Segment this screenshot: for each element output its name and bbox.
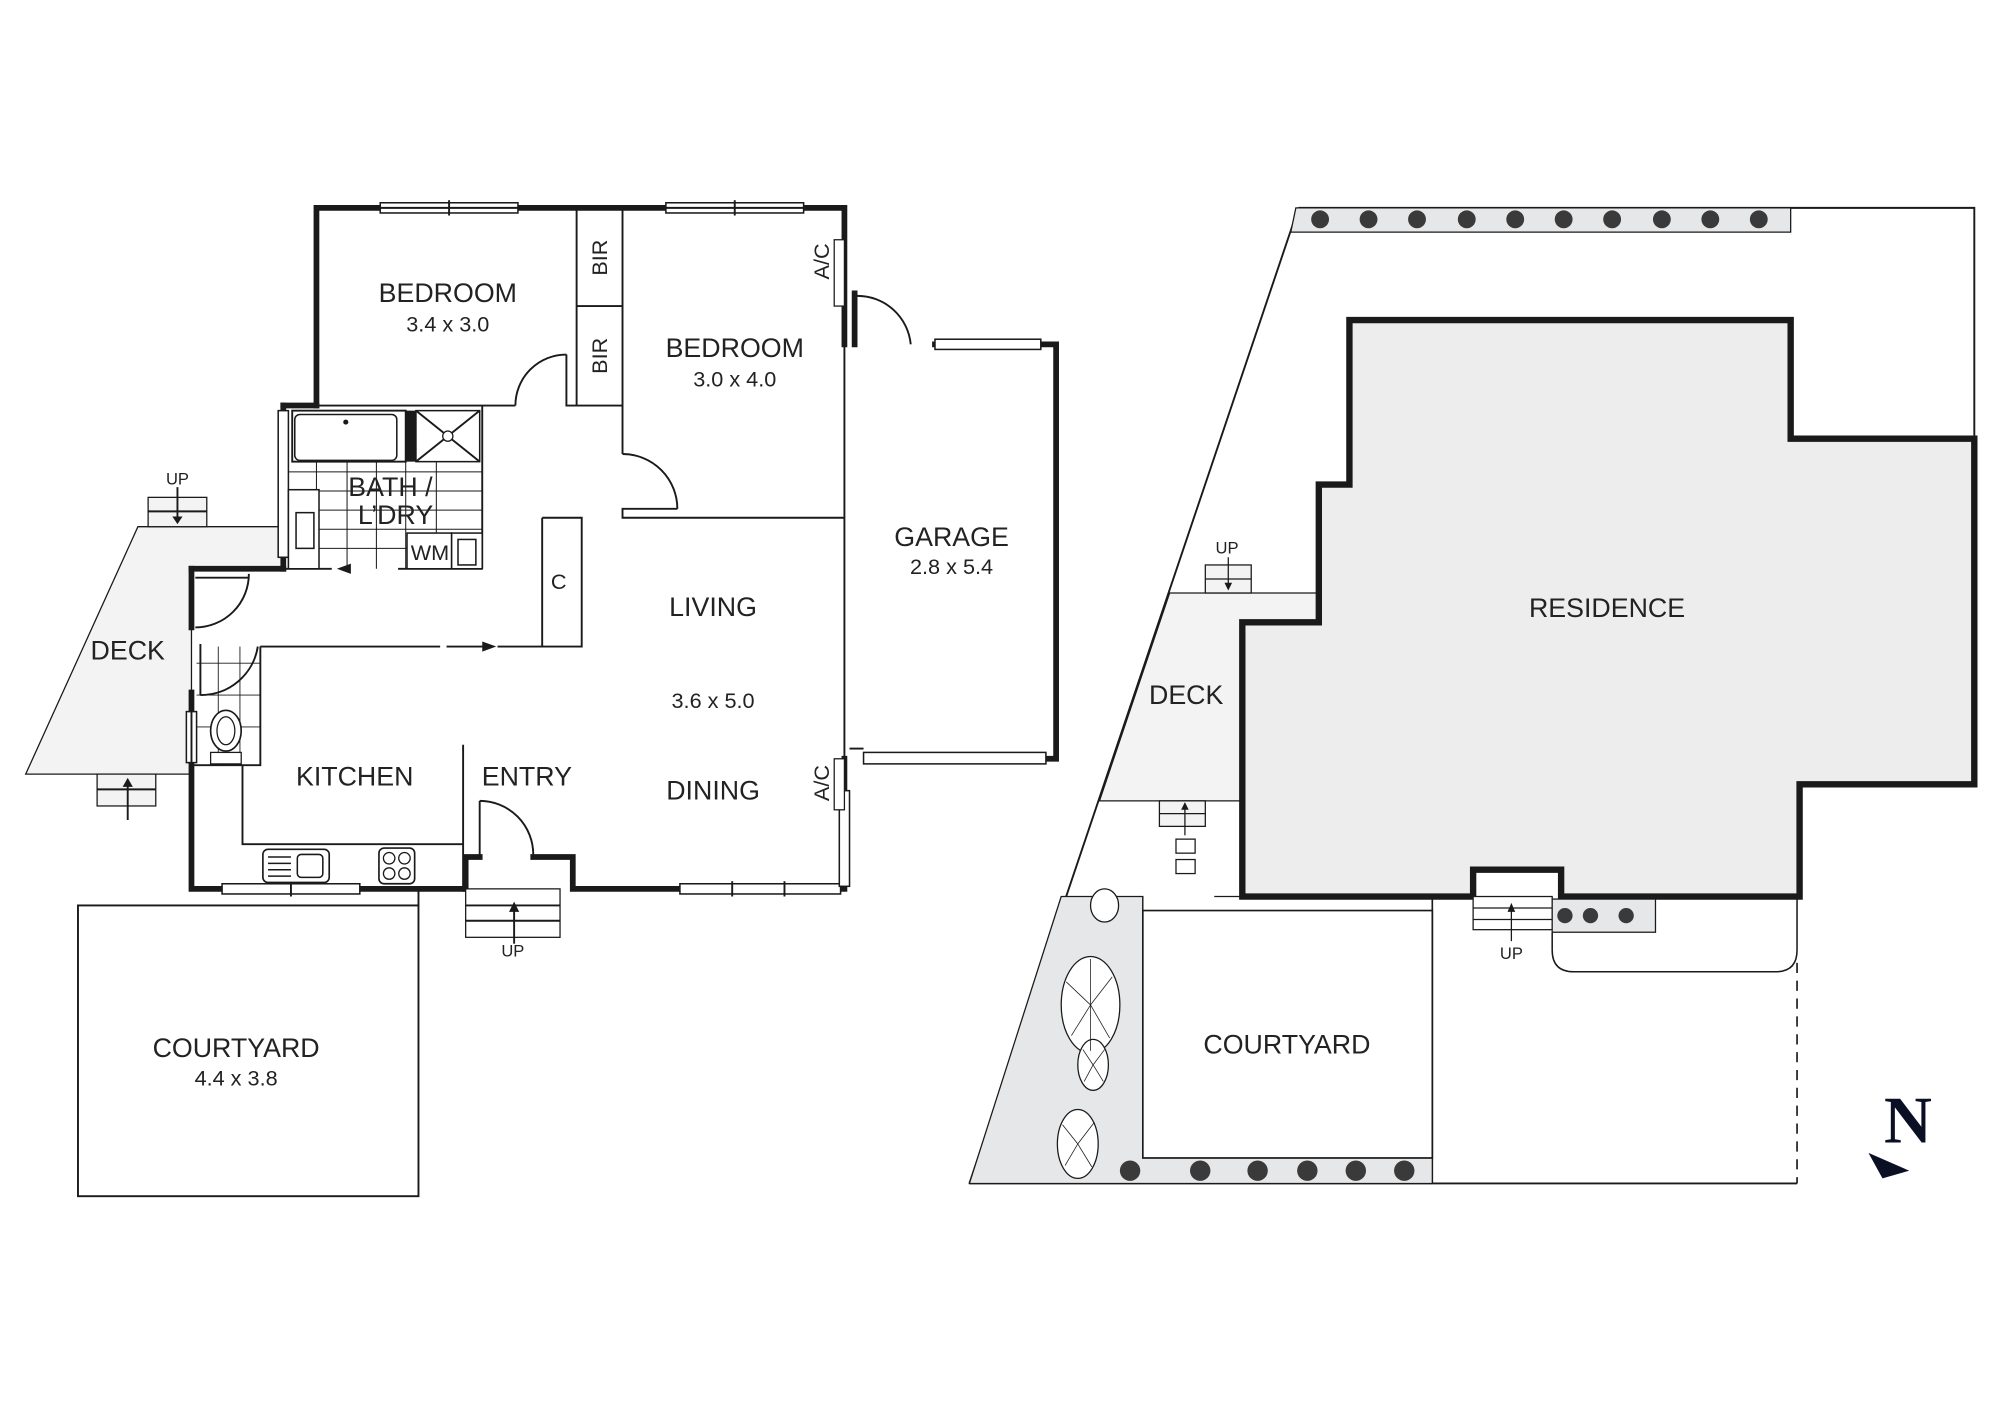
bath-label-line2: L’DRY [358, 500, 434, 530]
north-arrow-icon [1868, 1152, 1910, 1179]
hedge-row-bottom [1119, 1160, 1415, 1181]
ac-label-1: A/C [809, 243, 834, 279]
ac-label-2: A/C [809, 765, 834, 801]
cupboard-label: C [551, 569, 567, 594]
bir-label-2: BIR [587, 338, 612, 374]
site-courtyard-area [1142, 909, 1434, 1159]
garage-dims: 2.8 x 5.4 [910, 554, 993, 579]
north-compass: N [1868, 1085, 1932, 1179]
cooktop-icon [378, 847, 416, 885]
residence-footprint [1239, 316, 1978, 900]
bedroom-1-dims: 3.4 x 3.0 [406, 312, 489, 337]
bath-label-line1: BATH / [348, 472, 433, 502]
hedge-row-top [1311, 210, 1768, 229]
wm-label: WM [411, 540, 449, 565]
site-deck-stairs-up-label: UP [1215, 538, 1238, 557]
courtyard-area [77, 904, 420, 1198]
site-courtyard-label: COURTYARD [1203, 1029, 1370, 1059]
deck-label: DECK [91, 635, 166, 665]
kitchen-label: KITCHEN [296, 762, 413, 792]
floor-plan: BEDROOM 3.4 x 3.0 BEDROOM 3.0 x 4.0 BATH… [24, 200, 1059, 1198]
residence-label: RESIDENCE [1529, 593, 1685, 623]
living-label: LIVING [669, 592, 757, 622]
bedroom-1-label: BEDROOM [379, 278, 517, 308]
bedroom-2-dims: 3.0 x 4.0 [693, 366, 776, 391]
courtyard-dims: 4.4 x 3.8 [195, 1065, 278, 1090]
site-front-stairs-up-label: UP [1500, 944, 1523, 963]
tree-icons [1056, 888, 1121, 1179]
bedroom-2-label: BEDROOM [666, 333, 804, 363]
entry-label: ENTRY [482, 762, 572, 792]
site-deck-label: DECK [1149, 680, 1224, 710]
garage-label: GARAGE [894, 522, 1009, 552]
dining-label: DINING [666, 776, 760, 806]
garage-door [862, 751, 1047, 765]
bir-label-1: BIR [587, 240, 612, 276]
living-dims: 3.6 x 5.0 [672, 688, 755, 713]
entry-stairs-up-label: UP [501, 941, 524, 960]
courtyard-label: COURTYARD [153, 1033, 320, 1063]
deck-stairs-up-label: UP [166, 470, 189, 489]
north-label: N [1884, 1085, 1932, 1158]
site-plan: RESIDENCE DECK COURTYARD UP UP [968, 206, 1978, 1185]
